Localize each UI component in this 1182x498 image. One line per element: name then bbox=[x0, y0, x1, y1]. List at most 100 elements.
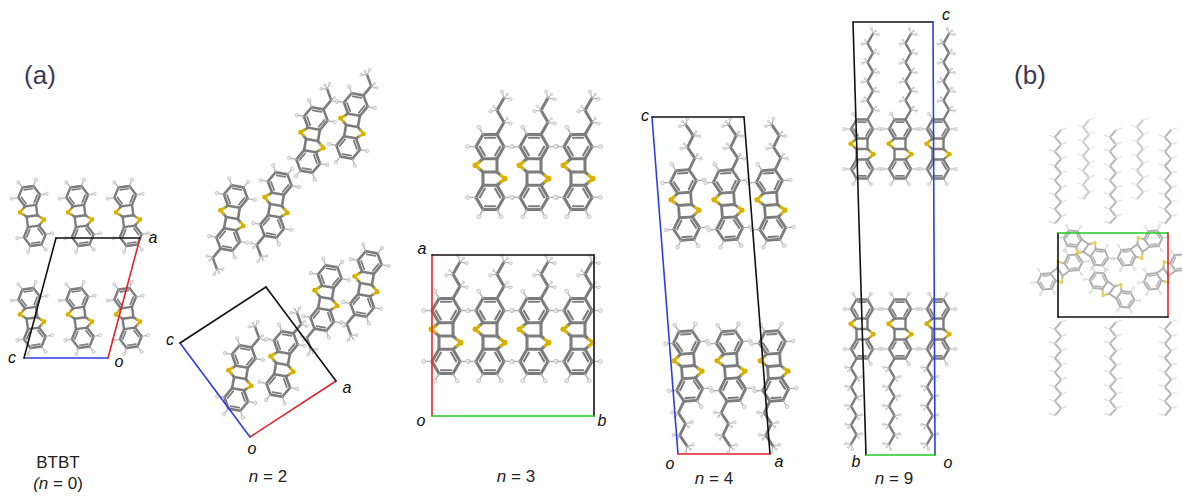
bond bbox=[483, 297, 497, 300]
bond bbox=[38, 228, 43, 235]
hydrogen-atom bbox=[257, 260, 260, 263]
hydrogen-atom bbox=[98, 231, 102, 235]
h-bond bbox=[857, 435, 860, 438]
alkyl-chain bbox=[889, 359, 895, 445]
hydrogen-atom bbox=[882, 423, 885, 426]
btbt-molecule bbox=[554, 90, 603, 219]
bond bbox=[84, 307, 85, 317]
bond bbox=[341, 157, 353, 159]
bond bbox=[677, 221, 682, 230]
bond bbox=[934, 175, 942, 177]
bond bbox=[527, 184, 541, 187]
bond bbox=[367, 299, 373, 307]
bond bbox=[134, 330, 139, 337]
bond bbox=[497, 361, 504, 373]
bond bbox=[132, 205, 133, 215]
bond bbox=[768, 235, 777, 238]
bond bbox=[525, 172, 528, 185]
bond bbox=[120, 339, 127, 349]
hydrogen-atom bbox=[860, 375, 863, 378]
bond bbox=[117, 197, 122, 204]
bond bbox=[315, 329, 327, 331]
bond bbox=[80, 344, 88, 345]
cell-edge bbox=[24, 238, 56, 358]
bond bbox=[770, 399, 783, 403]
bond bbox=[691, 220, 696, 229]
sulfur-atom bbox=[113, 312, 118, 317]
bond bbox=[228, 390, 234, 398]
h-bond bbox=[903, 40, 906, 43]
bond bbox=[892, 129, 896, 136]
bond bbox=[541, 298, 548, 310]
cell-edge bbox=[180, 343, 250, 437]
bond bbox=[483, 157, 497, 160]
bond bbox=[313, 110, 322, 112]
hydrogen-atom bbox=[778, 443, 781, 446]
bond bbox=[75, 217, 76, 227]
hydrogen-atom bbox=[588, 90, 591, 93]
cell-edge bbox=[108, 238, 140, 358]
hydrogen-atom bbox=[681, 120, 683, 122]
hydrogen-atom bbox=[422, 308, 426, 312]
hydrogen-atom bbox=[465, 286, 468, 289]
bond bbox=[121, 307, 132, 309]
bond bbox=[317, 326, 326, 328]
hydrogen-atom bbox=[907, 292, 910, 295]
hydrogen-atom bbox=[521, 379, 525, 383]
hydrogen-atom bbox=[313, 177, 317, 181]
hydrogen-atom bbox=[940, 77, 942, 79]
bond bbox=[480, 311, 485, 320]
hydrogen-atom bbox=[742, 157, 745, 160]
hydrogen-atom bbox=[913, 87, 915, 89]
hydrogen-atom bbox=[433, 289, 437, 293]
h-bond bbox=[911, 31, 914, 34]
hydrogen-atom bbox=[843, 127, 846, 130]
bond bbox=[24, 189, 32, 190]
bond bbox=[86, 330, 91, 337]
bond bbox=[573, 205, 583, 207]
bond bbox=[17, 290, 24, 300]
sulfur-atom bbox=[546, 176, 552, 182]
hydrogen-atom bbox=[598, 308, 602, 312]
bond bbox=[529, 369, 539, 371]
hydrogen-atom bbox=[877, 33, 880, 36]
hydrogen-atom bbox=[256, 320, 259, 323]
hydrogen-atom bbox=[915, 71, 918, 74]
bond bbox=[277, 220, 283, 228]
bond bbox=[681, 352, 694, 356]
bond bbox=[224, 184, 232, 195]
hydrogen-atom bbox=[466, 195, 470, 199]
bond bbox=[895, 177, 906, 179]
bond bbox=[728, 396, 737, 399]
hydrogen-atom bbox=[587, 215, 591, 219]
hydrogen-atom bbox=[598, 195, 602, 199]
bond bbox=[483, 321, 497, 324]
hydrogen-atom bbox=[580, 269, 583, 272]
bond bbox=[129, 195, 134, 202]
bond bbox=[36, 205, 37, 215]
sulfur-atom bbox=[17, 312, 22, 317]
bond bbox=[326, 265, 338, 267]
bond bbox=[927, 169, 933, 179]
hydrogen-atom bbox=[320, 87, 323, 90]
bond bbox=[74, 229, 79, 236]
hydrogen-atom bbox=[852, 183, 855, 186]
hydrogen-atom bbox=[565, 125, 569, 129]
hydrogen-atom bbox=[858, 437, 860, 439]
hydrogen-atom bbox=[477, 289, 481, 293]
hydrogen-atom bbox=[661, 181, 665, 185]
hydrogen-atom bbox=[536, 105, 539, 108]
hydrogen-atom bbox=[594, 93, 597, 96]
bond bbox=[724, 238, 737, 242]
bond bbox=[942, 129, 946, 136]
hydrogen-atom bbox=[877, 52, 880, 55]
hydrogen-atom bbox=[218, 272, 221, 275]
bond bbox=[360, 261, 366, 269]
hydrogen-atom bbox=[782, 153, 784, 155]
bond bbox=[725, 376, 738, 380]
bond bbox=[524, 311, 529, 320]
hydrogen-atom bbox=[492, 269, 495, 272]
bond bbox=[123, 217, 124, 227]
hydrogen-atom bbox=[509, 261, 512, 264]
hydrogen-atom bbox=[477, 379, 481, 383]
